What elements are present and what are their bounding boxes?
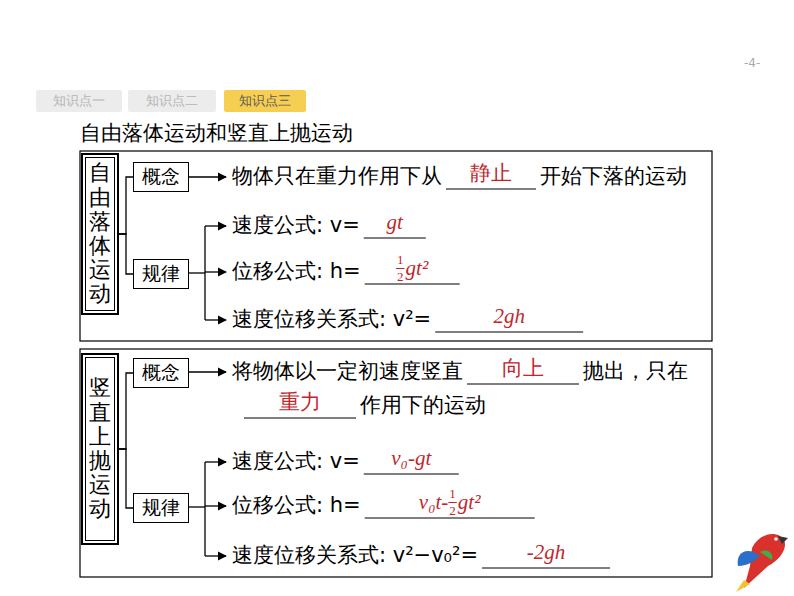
- fraction-digit: 2: [397, 270, 404, 284]
- answer-formula: -2gh: [527, 539, 566, 565]
- rule-box: 规律: [133, 259, 189, 289]
- topic-box: 竖直上抛运动: [81, 353, 119, 545]
- statement-text: 位移公式: h=: [232, 492, 361, 518]
- box-label: 知识点三: [239, 92, 291, 110]
- panel-frame: [80, 349, 712, 577]
- fraction-bar: [396, 268, 405, 269]
- statement-text: 开始下落的运动: [540, 163, 687, 189]
- tab: 知识点一: [36, 90, 122, 112]
- answer-formula: 2gh: [493, 303, 525, 329]
- concept-box: 概念: [133, 358, 189, 388]
- bracket-connector: [119, 177, 133, 234]
- answer-text: 向上: [502, 355, 544, 381]
- statement-text: 抛出，只在: [583, 358, 688, 384]
- statement-text: 将物体以一定初速度竖直: [232, 358, 463, 384]
- answer-formula: gt: [387, 209, 403, 235]
- fraction-digit: 1: [397, 253, 404, 267]
- fraction-digit: 1: [449, 487, 456, 501]
- blank-underline: [244, 418, 356, 419]
- blank-underline: [364, 238, 426, 239]
- answer-formula: gt²: [458, 489, 481, 515]
- topic-box: 自由落体运动: [81, 153, 119, 315]
- parrot-illustration: [736, 534, 788, 592]
- statement-text: 速度公式: v=: [232, 448, 360, 474]
- branch-arrows: [189, 177, 226, 556]
- active-tab: 知识点三: [224, 90, 306, 112]
- fraction-digit: 2: [449, 504, 456, 518]
- tab: 知识点二: [128, 90, 216, 112]
- box-label: 规律: [142, 495, 180, 521]
- bracket-connector: [119, 373, 133, 449]
- statement-text: 速度位移关系式: v²−v₀²=: [232, 542, 478, 568]
- answer-text: 重力: [279, 389, 321, 415]
- blank-underline: [482, 568, 610, 569]
- statement-text: 速度公式: v=: [232, 212, 360, 238]
- page-number: -4-: [744, 56, 760, 70]
- fraction-bar: [448, 502, 457, 503]
- blank-underline: [364, 474, 459, 475]
- slide-title: 自由落体运动和竖直上抛运动: [80, 120, 353, 146]
- box-label: 知识点二: [146, 92, 198, 110]
- answer-formula: v₀t-: [419, 489, 448, 515]
- concept-box: 概念: [133, 162, 189, 192]
- blank-underline: [446, 189, 536, 190]
- box-label: 概念: [142, 164, 180, 190]
- answer-formula: v₀-gt: [391, 445, 431, 471]
- blank-underline: [467, 384, 579, 385]
- statement-text: 速度位移关系式: v²=: [232, 306, 431, 332]
- vertical-heading: 竖直上抛运动: [89, 376, 111, 521]
- rule-box: 规律: [133, 493, 189, 523]
- statement-text: 物体只在重力作用下从: [232, 163, 442, 189]
- statement-text: 作用下的运动: [360, 392, 486, 418]
- box-label: 概念: [142, 360, 180, 386]
- answer-formula: gt²: [406, 255, 429, 281]
- bracket-connector: [119, 234, 133, 274]
- blank-underline: [435, 332, 583, 333]
- statement-text: 位移公式: h=: [232, 258, 361, 284]
- bracket-connector: [119, 449, 133, 508]
- box-label: 知识点一: [53, 92, 105, 110]
- box-label: 规律: [142, 261, 180, 287]
- panel-frame: [80, 151, 712, 341]
- vertical-heading: 自由落体运动: [89, 161, 111, 306]
- blank-underline: [365, 284, 460, 285]
- answer-text: 静止: [470, 160, 512, 186]
